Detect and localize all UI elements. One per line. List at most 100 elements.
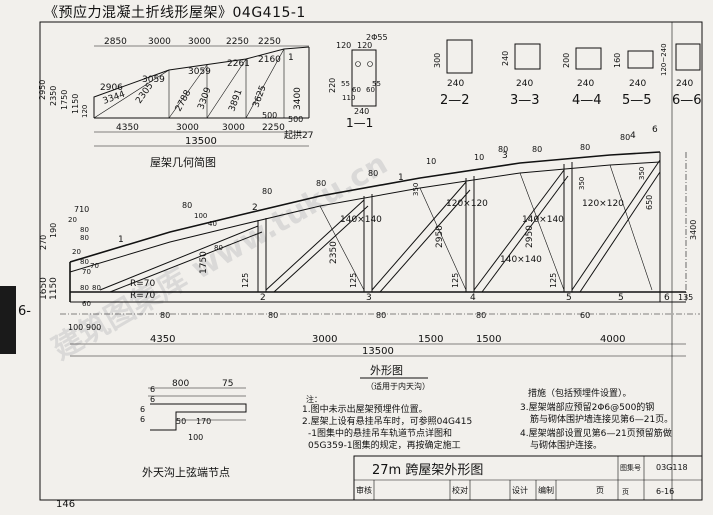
gutter-detail: 800 75 6 6 6 6 50 170 100 外天沟上弦端节点 [140,379,247,479]
dimension-label: 125 [349,273,358,288]
dimension-label: 措施（包括预埋件设置）。 [528,387,632,399]
dimension-label: 10 [474,153,484,162]
elevation-subcaption: （适用于内天沟） [366,381,430,391]
dimension-label: 2350 [329,241,339,264]
truss-elevation: 1 2 1 3 4 6 2 3 4 5 5 6 1650 1150 270 19… [39,125,700,391]
dimension-label: 80 [182,201,192,210]
section-mark-6b: 6 [664,293,670,303]
geo-left-dim-2: 2350 [49,86,58,106]
section-mark-4b: 4 [470,293,476,303]
member-size-2: 120×120 [446,199,488,209]
dimension-label: 125 [549,273,558,288]
geo-camber: 起拱27 [284,129,313,141]
dimension-label: 6 [140,405,145,414]
dimension-label: 300 [433,53,442,68]
section-5-5: 240 160 5—5 [613,50,654,108]
geo-member-11: 2160 [258,55,281,65]
dimension-label: 2950 [525,225,535,248]
dimension-label: 240 [629,79,646,89]
elev-left-dim-4: 190 [49,223,58,238]
dimension-label: 注： [306,394,322,404]
dimension-label: 80 [498,145,508,154]
dimension-label: 80 [268,311,278,320]
dimension-label: 2.屋架上设有悬挂吊车时，可参照04G415 [302,415,472,427]
dimension-label: 80 [262,187,272,196]
dimension-label: 3—3 [510,93,540,108]
dimension-label: 80 [80,258,89,266]
gutter-detail-caption: 外天沟上弦端节点 [142,465,230,479]
dimension-label: 70 [82,268,91,276]
dimension-label: 6 [150,395,155,404]
section-1-1: 120 120 220 2Φ55 240 110 60 60 55 55 1—1 [328,33,388,130]
geo-top-dim-1: 2850 [104,37,127,47]
dimension-label: 110 [342,94,355,102]
dimension-label: 240 [501,51,510,66]
dimension-label: 650 [645,195,654,210]
geo-member-1: 2906 [100,83,123,93]
dimension-label: 80 [476,311,486,320]
dimension-label: 80 [80,226,89,234]
dimension-label: 200 [562,53,571,68]
geo-member-4: 3059 [142,75,165,85]
dimension-label: 4—4 [572,93,602,108]
notes-block: 注： 1.图中未示出屋架预埋件位置。 2.屋架上设有悬挂吊车时，可参照04G41… [302,394,472,451]
geo-left-dim-1: 2950 [38,80,47,100]
section-mark-4a: 4 [630,131,636,141]
dimension-label: 900 [86,323,101,332]
section-mark-3a: 3 [502,151,508,161]
dimension-label: 60 [352,86,361,94]
geo-left-dim-5: 120 [81,105,89,118]
section-1-1-label: 1—1 [346,116,373,130]
sheet-page-no: 6-16 [656,487,674,496]
dimension-label: 编制 [538,485,554,495]
dimension-label: 80 [368,169,378,178]
geo-top-dim-3: 3000 [188,37,211,47]
dimension-label: 2—2 [440,93,470,108]
member-size-3: 140×140 [522,215,564,225]
atlas-no: 03G118 [656,463,688,472]
geo-member-7: 3059 [188,67,211,77]
dimension-label: 240 [577,79,594,89]
dimension-label: 10 [426,157,436,166]
dimension-label: 80 [580,143,590,152]
dimension-label: 5—5 [622,93,652,108]
section-mark-2b: 2 [260,293,266,303]
dimension-label: 80 [80,284,89,292]
member-size-4: 140×140 [500,255,542,265]
dimension-label: 120~240 [660,43,668,76]
section-mark-1a: 1 [118,235,124,245]
section-mark-2a: 2 [252,203,258,213]
elev-left-dim-3: 270 [39,235,48,250]
title-block: 27m 跨屋架外形图 图集号 03G118 页 6-16 审核 校对 设计 编制… [353,455,703,501]
dimension-label: 120 [336,41,351,50]
member-size-5: 120×120 [582,199,624,209]
drawing-title: 27m 跨屋架外形图 [372,463,483,478]
atlas-no-label: 图集号 [620,463,641,472]
dimension-label: 240 [516,79,533,89]
section-2-2: 240 300 2—2 [433,39,473,108]
dimension-label: 100 [188,433,203,442]
dimension-label: 80 [80,234,89,242]
geo-bottom-dim-5: 500 [288,115,303,124]
page-number: 146 [56,499,76,510]
dimension-label: 2950 [435,225,445,248]
dimension-label: 40 [208,220,217,228]
page-header-title: 《预应力混凝土折线形屋架》04G415-1 [44,5,306,21]
dimension-label: 20 [68,216,77,224]
dimension-label: 350 [412,183,420,196]
dimension-label: 1.图中未示出屋架预埋件位置。 [302,403,428,415]
dimension-label: 240 [447,79,464,89]
geo-bottom-dim-6: 2250 [262,123,285,133]
section-mark-1b: 1 [398,173,404,183]
dimension-label: 2Φ55 [366,33,388,42]
geo-member-12: 3400 [293,87,303,110]
dimension-label: 6—6 [672,93,702,108]
dimension-label: 80 [316,179,326,188]
dimension-label: 135 [678,293,693,302]
dimension-label: 05G359-1图集的规定，再按确定施工 [308,439,461,451]
geo-bottom-dim-1: 4350 [116,123,139,133]
dimension-label: 60 [366,86,375,94]
chapter-tab-label: 6- [18,304,31,319]
geometry-caption: 屋架几何简图 [150,155,216,169]
